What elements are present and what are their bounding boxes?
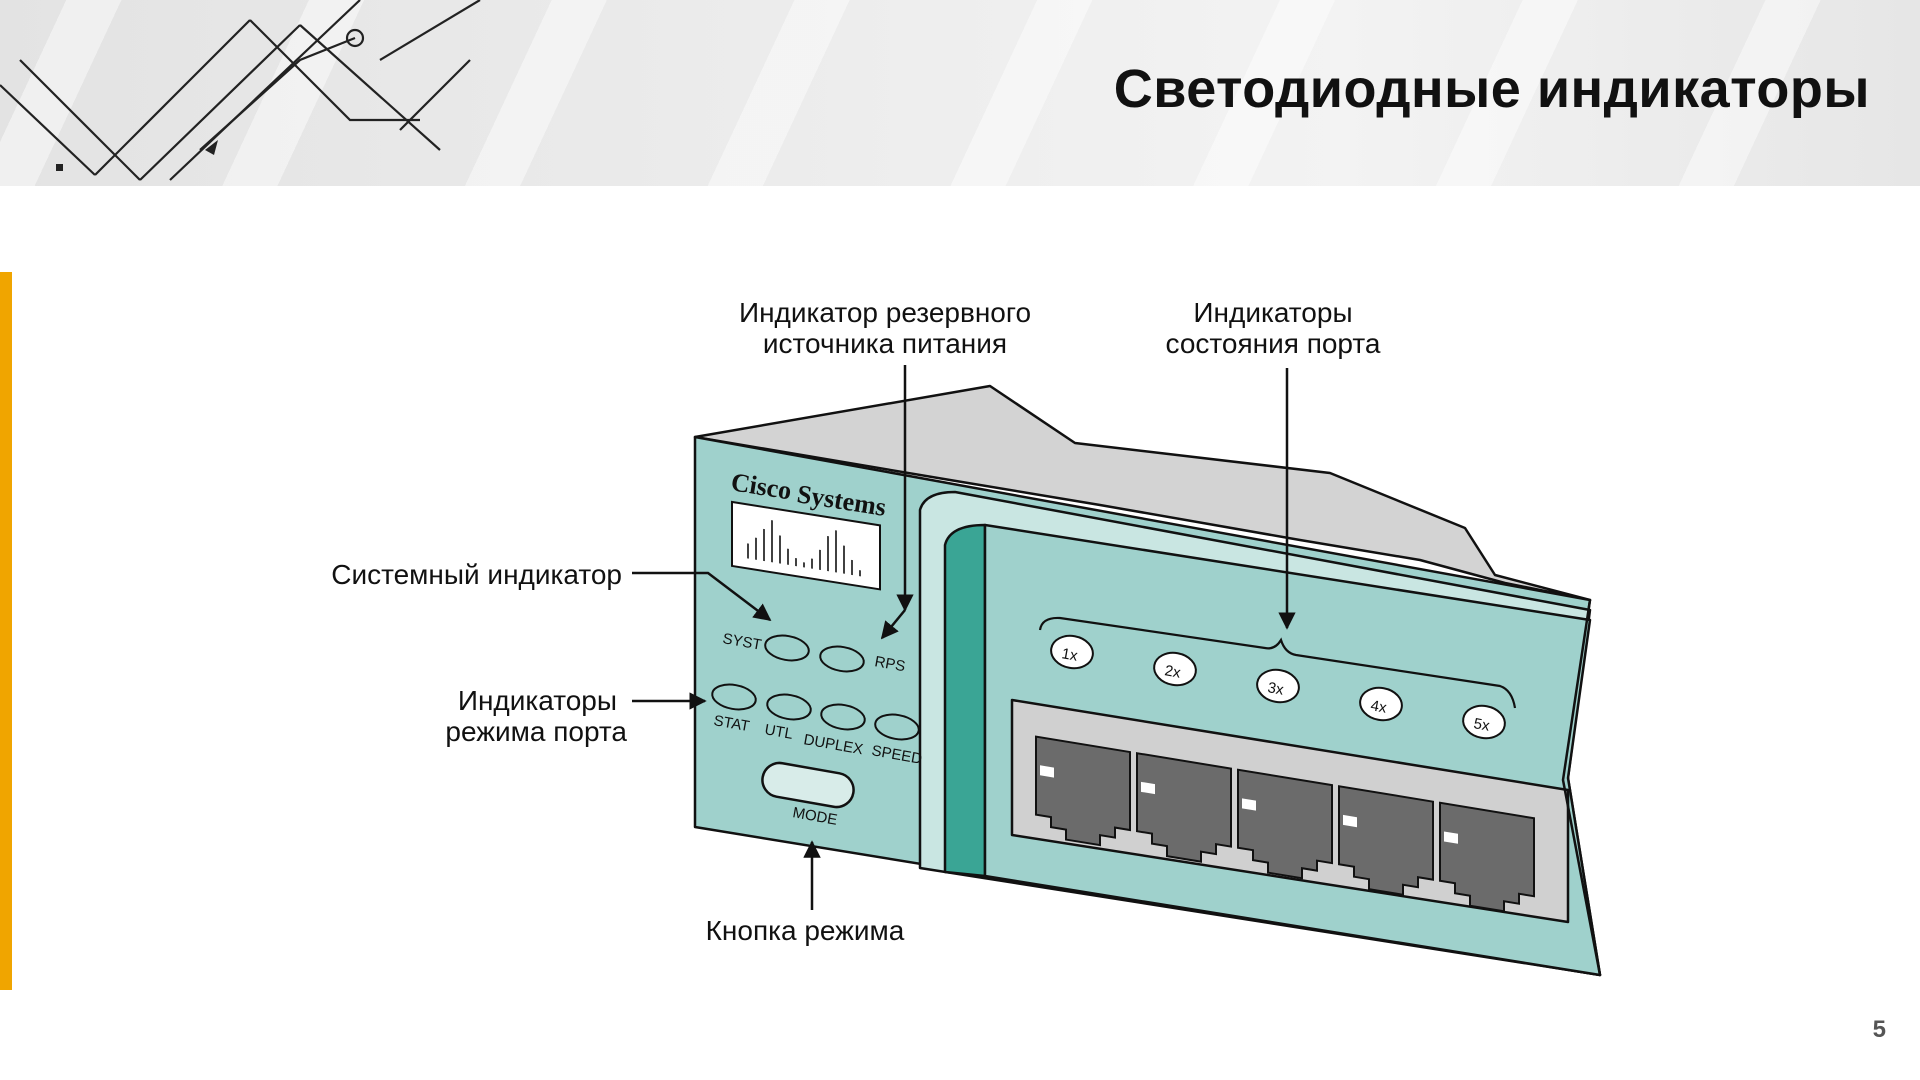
rj45-port-3	[1237, 768, 1333, 880]
slide-title: Светодиодные индикаторы	[1113, 59, 1870, 119]
arrow-system	[632, 571, 772, 622]
led-label-utl: UTL	[763, 721, 794, 743]
callout-mode-button: Кнопка режима	[706, 915, 905, 946]
led-duplex	[820, 703, 866, 731]
port-section-edge	[943, 523, 987, 878]
callout-port-mode-line1: Индикаторы	[458, 685, 617, 716]
rj45-ports	[1035, 735, 1535, 913]
port-status-bracket	[1038, 616, 1517, 709]
circuit-lines-decoration	[0, 0, 481, 181]
led-rps	[819, 645, 865, 673]
port-led-4x	[1359, 686, 1403, 722]
arrow-rps-diag	[880, 609, 906, 640]
left-accent-bar	[0, 272, 12, 990]
port-led-label-3x: 3x	[1266, 679, 1285, 699]
callout-rps-line2: источника питания	[763, 328, 1007, 359]
port-led-3x	[1256, 668, 1300, 704]
cut-edge	[1561, 599, 1602, 976]
mode-button	[761, 761, 855, 809]
rj45-port-5	[1439, 801, 1535, 913]
callout-rps-line1: Индикатор резервного	[739, 297, 1031, 328]
port-led-label-5x: 5x	[1472, 715, 1491, 735]
rj45-port-2	[1136, 752, 1232, 863]
led-label-stat: STAT	[712, 712, 751, 735]
led-label-rps: RPS	[873, 653, 906, 675]
led-syst	[764, 634, 810, 662]
cisco-bridge-logo	[731, 500, 881, 591]
port-led-label-1x: 1x	[1060, 645, 1079, 665]
page-number: 5	[1872, 1016, 1886, 1043]
slide-header: Светодиодные индикаторы	[0, 0, 1920, 186]
port-led-1x	[1050, 634, 1094, 670]
callout-port-mode-line2: режима порта	[445, 716, 627, 747]
port-led-label-4x: 4x	[1369, 697, 1388, 717]
port-led-5x	[1462, 704, 1506, 740]
led-speed	[874, 713, 920, 741]
callout-system: Системный индикатор	[331, 559, 622, 590]
led-label-syst: SYST	[721, 630, 763, 654]
callout-port-status-line2: состояния порта	[1166, 328, 1381, 359]
rj45-port-4	[1338, 785, 1434, 896]
rj45-port-1	[1035, 735, 1131, 847]
header-background-stripes	[0, 0, 1920, 186]
port-led-label-2x: 2x	[1163, 662, 1182, 682]
cut-edge-mask	[1602, 560, 1682, 1000]
led-stat	[711, 683, 757, 711]
callout-port-status-line1: Индикаторы	[1193, 297, 1352, 328]
port-led-2x	[1153, 651, 1197, 687]
led-utl	[766, 693, 812, 721]
